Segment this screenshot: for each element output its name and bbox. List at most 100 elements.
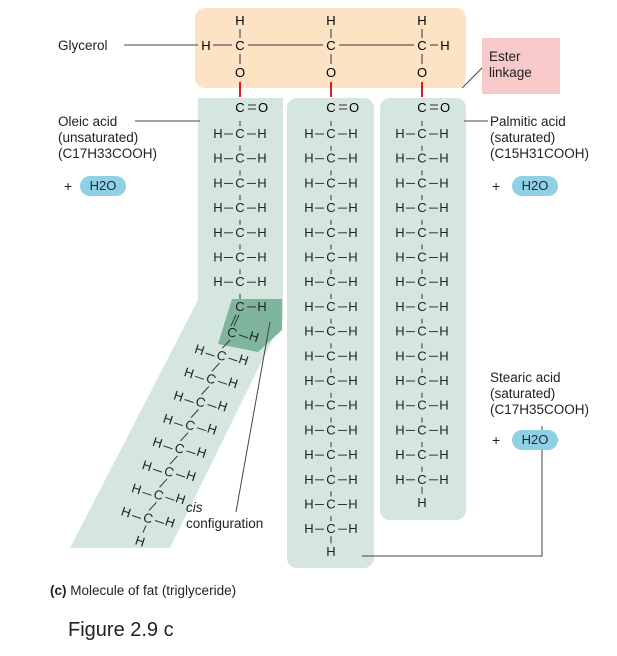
atom-h: H [257,151,266,166]
atom-o: O [326,65,336,80]
water-molecule-palmitic: H2O [512,176,558,196]
atom-c: C [183,417,197,434]
atom-h: H [439,151,448,166]
atom-h: H [163,513,177,530]
atom-h: H [226,374,240,391]
atom-c: C [235,299,244,314]
atom-c: C [417,422,426,437]
atom-h: H [237,351,251,368]
atom-h: H [395,398,404,413]
atom-h: H [439,175,448,190]
bond [217,380,228,385]
cis-double-bond-highlight [218,299,282,352]
caption-part: (c) [50,583,67,598]
atom-c: C [417,299,426,314]
atom-h: H [348,200,357,215]
atom-h: H [257,175,266,190]
atom-h: H [247,328,261,345]
atom-c: C [417,38,426,53]
bond [180,432,189,442]
atom-h: H [439,225,448,240]
atom-c: C [235,100,244,115]
palmitic-acid-type: (saturated) [490,130,556,145]
atom-c: C [235,126,244,141]
atom-h: H [395,126,404,141]
bond [238,334,249,339]
atom-h: H [182,364,196,381]
palmitic-acid-name: Palmitic acid [490,114,566,129]
atom-c: C [235,151,244,166]
atom-c: C [235,38,244,53]
atom-h: H [439,447,448,462]
atom-h: H [439,348,448,363]
atom-h: H [395,373,404,388]
atom-c: C [326,225,335,240]
carbonyl-groups: C O C O C O [235,100,450,115]
atom-c: C [417,100,426,115]
atom-c: C [162,463,176,480]
figure-caption: (c) Molecule of fat (triglyceride) [50,583,236,598]
atom-c: C [326,447,335,462]
atom-c: C [152,486,166,503]
atom-h: H [133,532,147,549]
bond [186,450,196,455]
atom-c: C [235,250,244,265]
stearic-chain-bg [287,98,374,568]
atom-h: H [348,175,357,190]
stearic-acid-type: (saturated) [490,386,556,401]
atom-c: C [417,324,426,339]
atom-h: H [201,38,210,53]
atom-c: C [235,200,244,215]
atom-o: O [349,100,359,115]
atom-h: H [440,38,449,53]
atom-h: H [439,398,448,413]
atom-h: H [348,274,357,289]
atom-h: H [257,126,266,141]
water-molecule-stearic: H2O [512,430,558,450]
atom-h: H [348,497,357,512]
atom-h: H [304,324,313,339]
atom-h: H [348,398,357,413]
atom-h: H [304,497,313,512]
atom-c: C [235,175,244,190]
atom-h: H [304,250,313,265]
atom-c: C [417,472,426,487]
bond [211,362,220,372]
atom-c: C [235,274,244,289]
stearic-acid-name: Stearic acid [490,370,561,385]
atom-c: C [326,38,335,53]
atom-c: C [417,398,426,413]
atom-h: H [348,348,357,363]
bond [201,385,210,395]
oleic-acid-type: (unsaturated) [58,130,139,145]
atom-h: H [395,422,404,437]
atom-h: H [213,225,222,240]
atom-h: H [304,447,313,462]
bond [194,375,205,380]
bond [142,491,152,496]
atom-c: C [326,175,335,190]
atom-h: H [213,175,222,190]
atom-c: C [417,151,426,166]
atom-h: H [439,274,448,289]
atom-h: H [395,274,404,289]
atom-h: H [304,126,313,141]
atom-h: H [304,175,313,190]
atom-h: H [119,503,133,520]
atom-c: C [326,200,335,215]
atom-c: C [194,393,208,410]
atom-h: H [213,126,222,141]
atom-h: H [348,472,357,487]
atom-h: H [395,299,404,314]
atom-h: H [257,299,266,314]
bond [159,478,168,488]
ester-linkage-box [482,38,560,94]
atom-h: H [195,444,209,461]
atom-h: H [161,411,175,428]
atom-c: C [204,370,218,387]
atom-c: C [326,250,335,265]
palmitic-acid-formula: (C15H31COOH) [490,146,590,161]
caption-text: Molecule of fat (triglyceride) [70,583,237,598]
configuration-label: configuration [186,516,264,531]
